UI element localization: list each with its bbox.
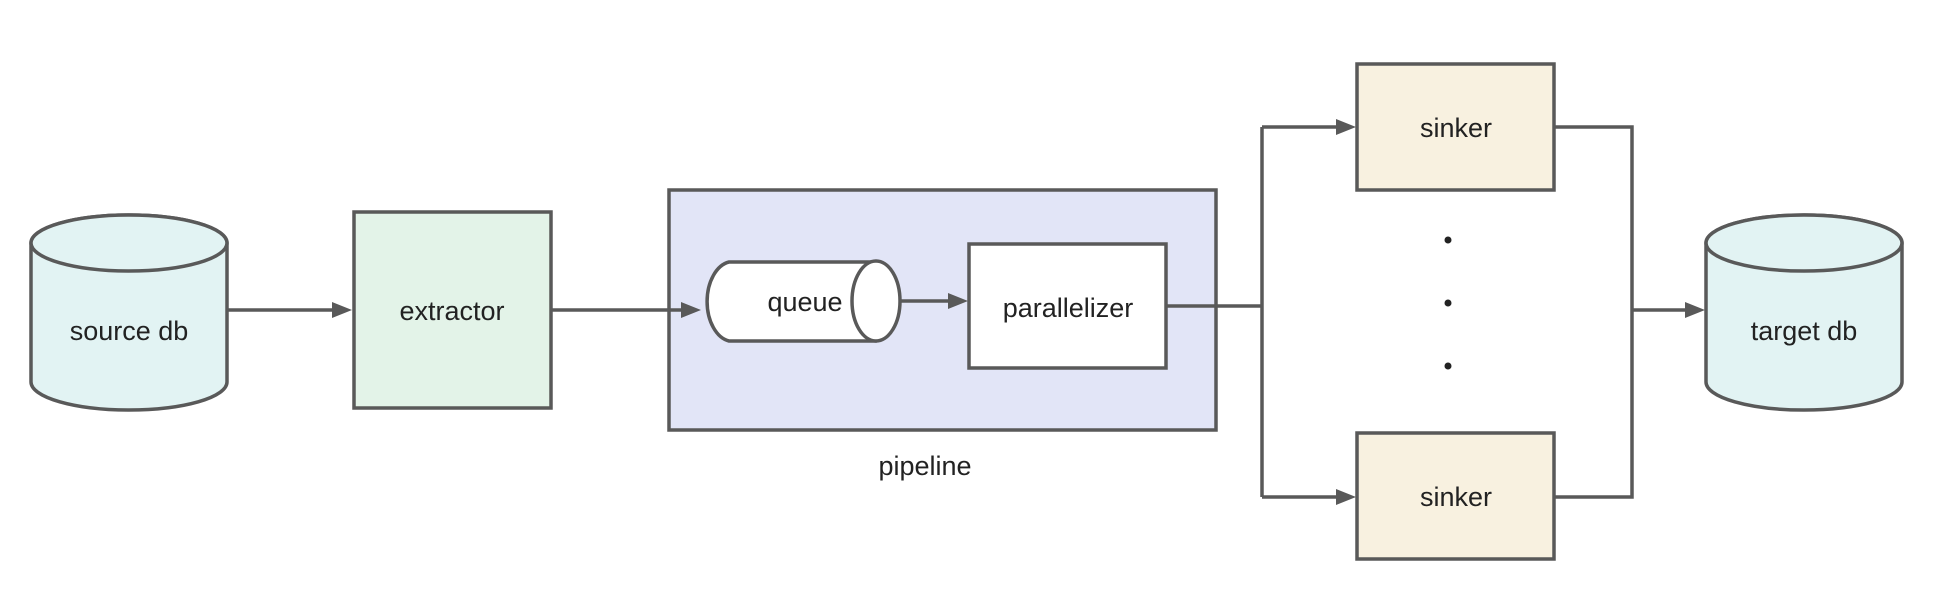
sinker-bottom-box	[1355, 431, 1556, 561]
source-db-cylinder-top	[29, 213, 229, 273]
ellipsis-dot	[1444, 362, 1452, 370]
target-db-label: target db	[1751, 316, 1858, 346]
extractor-node: extractor	[352, 210, 553, 410]
arrowhead	[1685, 302, 1705, 318]
source-db-node: source db	[29, 213, 229, 412]
sinker-top-node: sinker	[1355, 62, 1556, 192]
parallelizer-node: parallelizer	[967, 242, 1168, 370]
arrowhead	[948, 293, 968, 309]
sinker-bottom-node: sinker	[1355, 431, 1556, 561]
arrow-parallelizer-to-sinkers	[1167, 125, 1339, 499]
sinker-top-box	[1355, 62, 1556, 192]
extractor-label: extractor	[399, 296, 504, 326]
source-db-label: source db	[70, 316, 189, 346]
extractor-box	[352, 210, 553, 410]
queue-cylinder-end	[850, 259, 902, 343]
ellipsis-dot	[1444, 236, 1452, 244]
parallelizer-box	[967, 242, 1168, 370]
sinker-bottom-label: sinker	[1420, 482, 1492, 512]
arrowhead	[1336, 489, 1356, 505]
target-db-cylinder-top	[1704, 213, 1904, 273]
arrowhead	[332, 302, 352, 318]
queue-node: queue	[705, 259, 902, 343]
pipeline-label: pipeline	[878, 451, 971, 481]
sinker-ellipsis	[1444, 236, 1452, 370]
arrowhead	[681, 302, 701, 318]
pipeline-group: pipeline queue parallelizer	[667, 188, 1218, 481]
ellipsis-dot	[1444, 299, 1452, 307]
target-db-node: target db	[1704, 213, 1904, 412]
connectors	[228, 119, 1705, 505]
arrowhead	[1336, 119, 1356, 135]
sinker-top-label: sinker	[1420, 113, 1492, 143]
queue-label: queue	[767, 287, 842, 317]
arrow-sinkers-to-target	[1555, 125, 1686, 499]
parallelizer-label: parallelizer	[1003, 293, 1134, 323]
